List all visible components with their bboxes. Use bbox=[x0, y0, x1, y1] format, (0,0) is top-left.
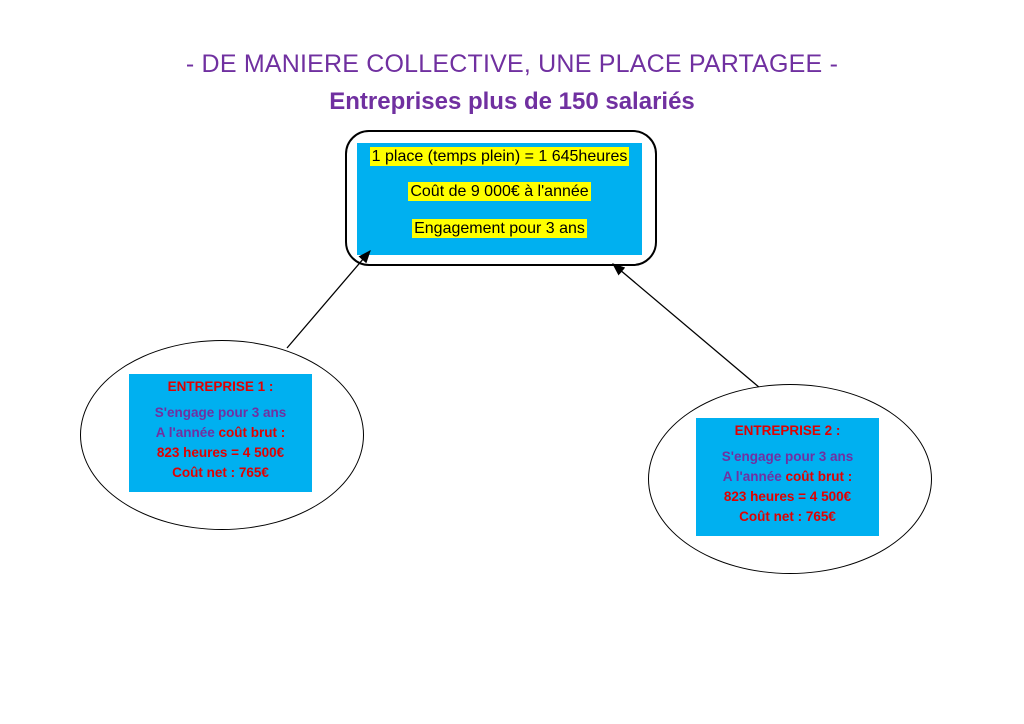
arrow-entreprise-1 bbox=[286, 250, 371, 349]
entreprise-1-box: ENTREPRISE 1 : S'engage pour 3 ans A l'a… bbox=[129, 374, 312, 492]
place-engagement-line: Engagement pour 3 ans bbox=[412, 219, 587, 238]
entreprise-2-engagement: S'engage pour 3 ans bbox=[721, 449, 854, 464]
place-cost-line: Coût de 9 000€ à l'année bbox=[408, 182, 591, 201]
entreprise-2-box: ENTREPRISE 2 : S'engage pour 3 ans A l'a… bbox=[696, 418, 879, 536]
entreprise-2-title: ENTREPRISE 2 : bbox=[734, 423, 841, 438]
page-subtitle: Entreprises plus de 150 salariés bbox=[329, 88, 695, 115]
shared-place-box: 1 place (temps plein) = 1 645heures Coût… bbox=[357, 143, 642, 255]
entreprise-1-title: ENTREPRISE 1 : bbox=[167, 379, 274, 394]
entreprise-1-annee-line: A l'année coût brut : bbox=[155, 425, 286, 440]
arrow-entreprise-2 bbox=[612, 263, 761, 389]
entreprise-2-annee-line: A l'année coût brut : bbox=[722, 469, 853, 484]
entreprise-1-heures: 823 heures = 4 500€ bbox=[156, 445, 285, 460]
entreprise-1-cout-net: Coût net : 765€ bbox=[172, 465, 269, 480]
place-hours-line: 1 place (temps plein) = 1 645heures bbox=[369, 147, 630, 166]
page-title: - DE MANIERE COLLECTIVE, UNE PLACE PARTA… bbox=[185, 50, 839, 78]
shared-place-frame bbox=[345, 130, 657, 266]
entreprise-1-engagement: S'engage pour 3 ans bbox=[154, 405, 287, 420]
entreprise-2-heures: 823 heures = 4 500€ bbox=[723, 489, 852, 504]
entreprise-2-cout-net: Coût net : 765€ bbox=[739, 509, 836, 524]
